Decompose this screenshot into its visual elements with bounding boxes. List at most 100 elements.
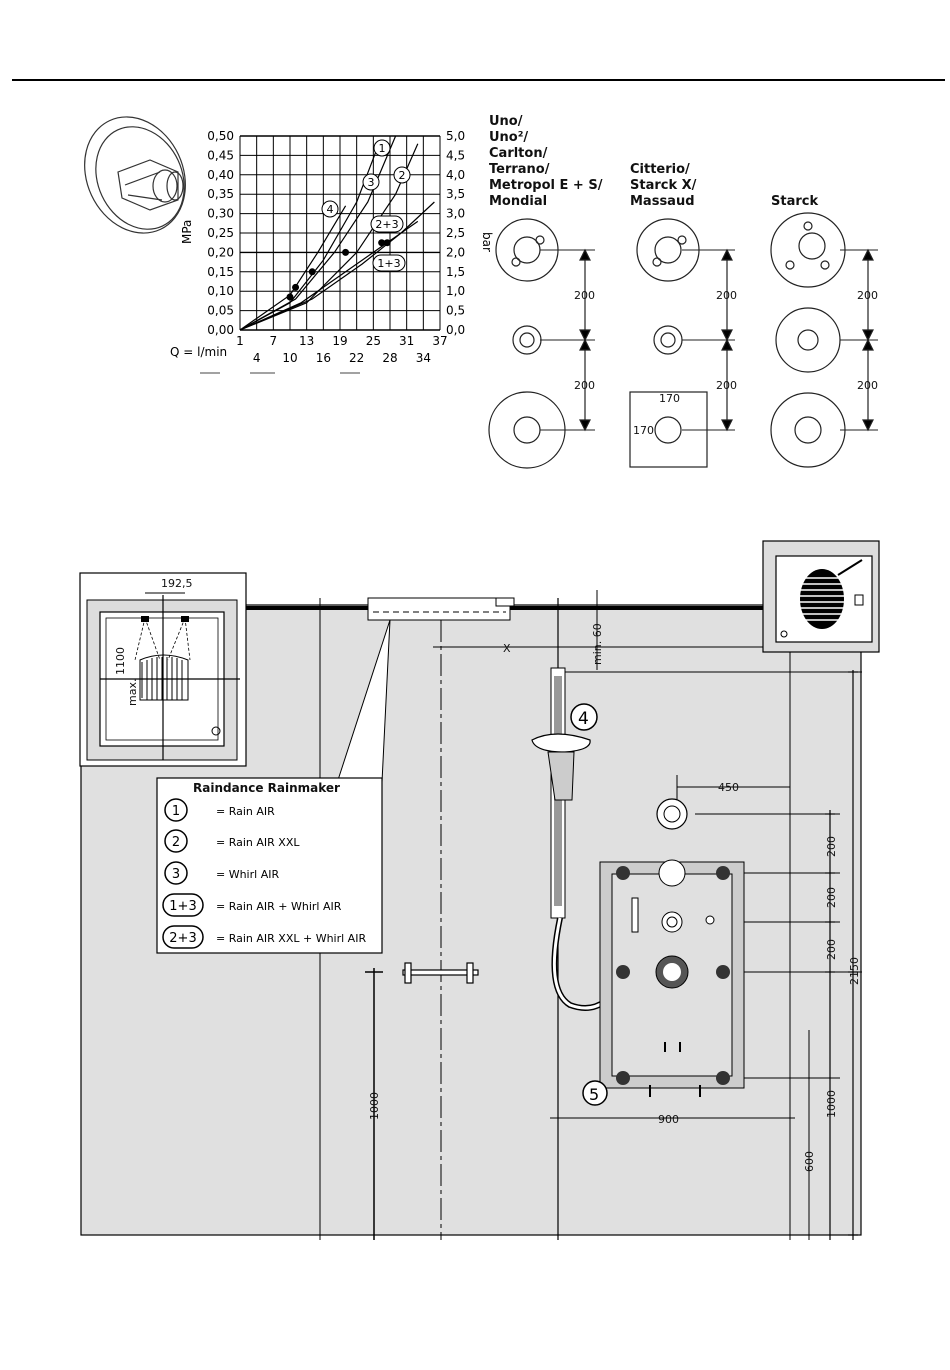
legend-title: Raindance Rainmaker (193, 781, 340, 795)
pressure-flow-chart: 0,000,050,100,150,200,250,300,350,400,45… (170, 129, 494, 374)
legend-symbol-3: 3 (172, 867, 180, 882)
chart-points (286, 239, 391, 301)
chart-point (383, 239, 391, 247)
legend-item-1: = Rain AIR (216, 805, 275, 818)
series-line-2 (239, 143, 419, 331)
legend-item-2-3: = Rain AIR XXL + Whirl AIR (216, 932, 366, 945)
dim-200-b: 200 (825, 887, 838, 908)
hand-shower (531, 733, 591, 753)
grab-bar (402, 962, 479, 984)
x-tick-top: 19 (332, 334, 347, 348)
legend-symbol-2-3: 2+3 (169, 931, 196, 946)
curve-label-badge (321, 200, 339, 218)
valve-dimensions: 200 200 200 200 200 200 170 170 (574, 289, 878, 437)
legend-symbol-2: 2 (172, 835, 180, 850)
dim-min60: min. 60 (591, 623, 604, 665)
series-line-1+3 (239, 220, 419, 331)
marker-4: 4 (578, 709, 589, 729)
plan-view-right (762, 540, 880, 653)
x-tick-bottom: 28 (382, 351, 397, 365)
curve-label: 2+3 (375, 218, 398, 231)
dim-1000-left: 1000 (368, 1092, 381, 1120)
dim-max: max. (126, 679, 139, 706)
y-left-tick: 0,00 (207, 323, 234, 337)
series-line-4 (239, 205, 347, 331)
valve-group-2-title: Citterio/ Starck X/ Massaud (630, 162, 697, 209)
y-left-tick: 0,25 (207, 226, 234, 240)
y-right-axis-label: bar (480, 232, 494, 252)
valve-group1-line3: Carlton/ (489, 146, 548, 161)
x-tick-top: 13 (299, 334, 314, 348)
curve-label: 1 (379, 142, 386, 155)
valve-dim-200-a: 200 (574, 289, 595, 302)
x-tick-top: 31 (399, 334, 414, 348)
curve-label-badge (370, 215, 404, 233)
dim-x: X (503, 642, 511, 655)
series-line-1 (239, 143, 380, 331)
dim-1000-right: 1000 (825, 1090, 838, 1118)
legend-symbol-1: 1 (172, 804, 180, 819)
legend-item-2: = Rain AIR XXL (216, 836, 300, 849)
x-tick-top: 1 (236, 334, 244, 348)
y-left-tick: 0,40 (207, 168, 234, 182)
chart-point (292, 283, 300, 291)
y-right-tick: 4,0 (446, 168, 465, 182)
dim-900: 900 (658, 1113, 679, 1126)
valve-dim-170-top: 170 (659, 392, 680, 405)
series-line-2+3 (239, 201, 435, 331)
x-tick-bottom: 10 (282, 351, 297, 365)
x-tick-top: 37 (432, 334, 447, 348)
y-left-tick: 0,20 (207, 245, 234, 259)
dim-200-a: 200 (825, 836, 838, 857)
valve-group1-line4: Terrano/ (489, 162, 550, 177)
y-left-axis-label: MPa (180, 220, 194, 244)
valve-group2-line1: Citterio/ (630, 162, 690, 177)
chart-ticks: 0,000,050,100,150,200,250,300,350,400,45… (207, 129, 465, 365)
y-right-tick: 1,0 (446, 284, 465, 298)
chart-point (286, 293, 294, 301)
valve-group1-line2: Uno²/ (489, 130, 528, 145)
upper-outlet (656, 798, 688, 830)
legend-symbol-1-3: 1+3 (169, 899, 196, 914)
valve-dim-200-f: 200 (857, 379, 878, 392)
chart-point (308, 268, 316, 276)
curve-label-badge (373, 139, 391, 157)
valve-dim-200-b: 200 (574, 379, 595, 392)
y-right-tick: 5,0 (446, 129, 465, 143)
valve-dim-170-left: 170 (633, 424, 654, 437)
y-right-tick: 4,5 (446, 148, 465, 162)
x-tick-bottom: 22 (349, 351, 364, 365)
valve-dim-200-e: 200 (857, 289, 878, 302)
plan-view-left: 192,5 1100 max. (79, 572, 247, 767)
y-left-tick: 0,50 (207, 129, 234, 143)
marker-5-circle (582, 1080, 608, 1106)
marker-4-circle (570, 703, 598, 731)
x-tick-bottom: 4 (253, 351, 261, 365)
curve-label: 4 (327, 203, 334, 216)
curve-label: 3 (368, 176, 375, 189)
valve-mid-outer (512, 325, 542, 355)
y-left-tick: 0,30 (207, 207, 234, 221)
y-right-tick: 3,0 (446, 207, 465, 221)
curve-label: 2 (399, 169, 406, 182)
valve-group1-line5: Metropol E + S/ (489, 178, 603, 193)
dim-2150: 2150 (848, 957, 861, 985)
curve-label-badge (393, 166, 411, 184)
x-tick-bottom: 34 (416, 351, 431, 365)
valve-layouts (488, 212, 878, 469)
y-right-tick: 3,5 (446, 187, 465, 201)
valve-group2-line2: Starck X/ (630, 178, 697, 193)
legend-item-3: = Whirl AIR (216, 868, 279, 881)
valve-group-1-title: Uno/ Uno²/ Carlton/ Terrano/ Metropol E … (489, 114, 603, 209)
y-left-tick: 0,45 (207, 148, 234, 162)
curve-label-badge (362, 173, 380, 191)
installation-drawing: 4 5 X min (79, 540, 880, 1240)
rainmaker-body (367, 597, 511, 621)
dim-192-5: 192,5 (161, 577, 193, 590)
legend-item-1-3: = Rain AIR + Whirl AIR (216, 900, 342, 913)
valve-group1-line1: Uno/ (489, 114, 523, 129)
mounting-frame (599, 859, 745, 1097)
y-right-tick: 0,5 (446, 304, 465, 318)
